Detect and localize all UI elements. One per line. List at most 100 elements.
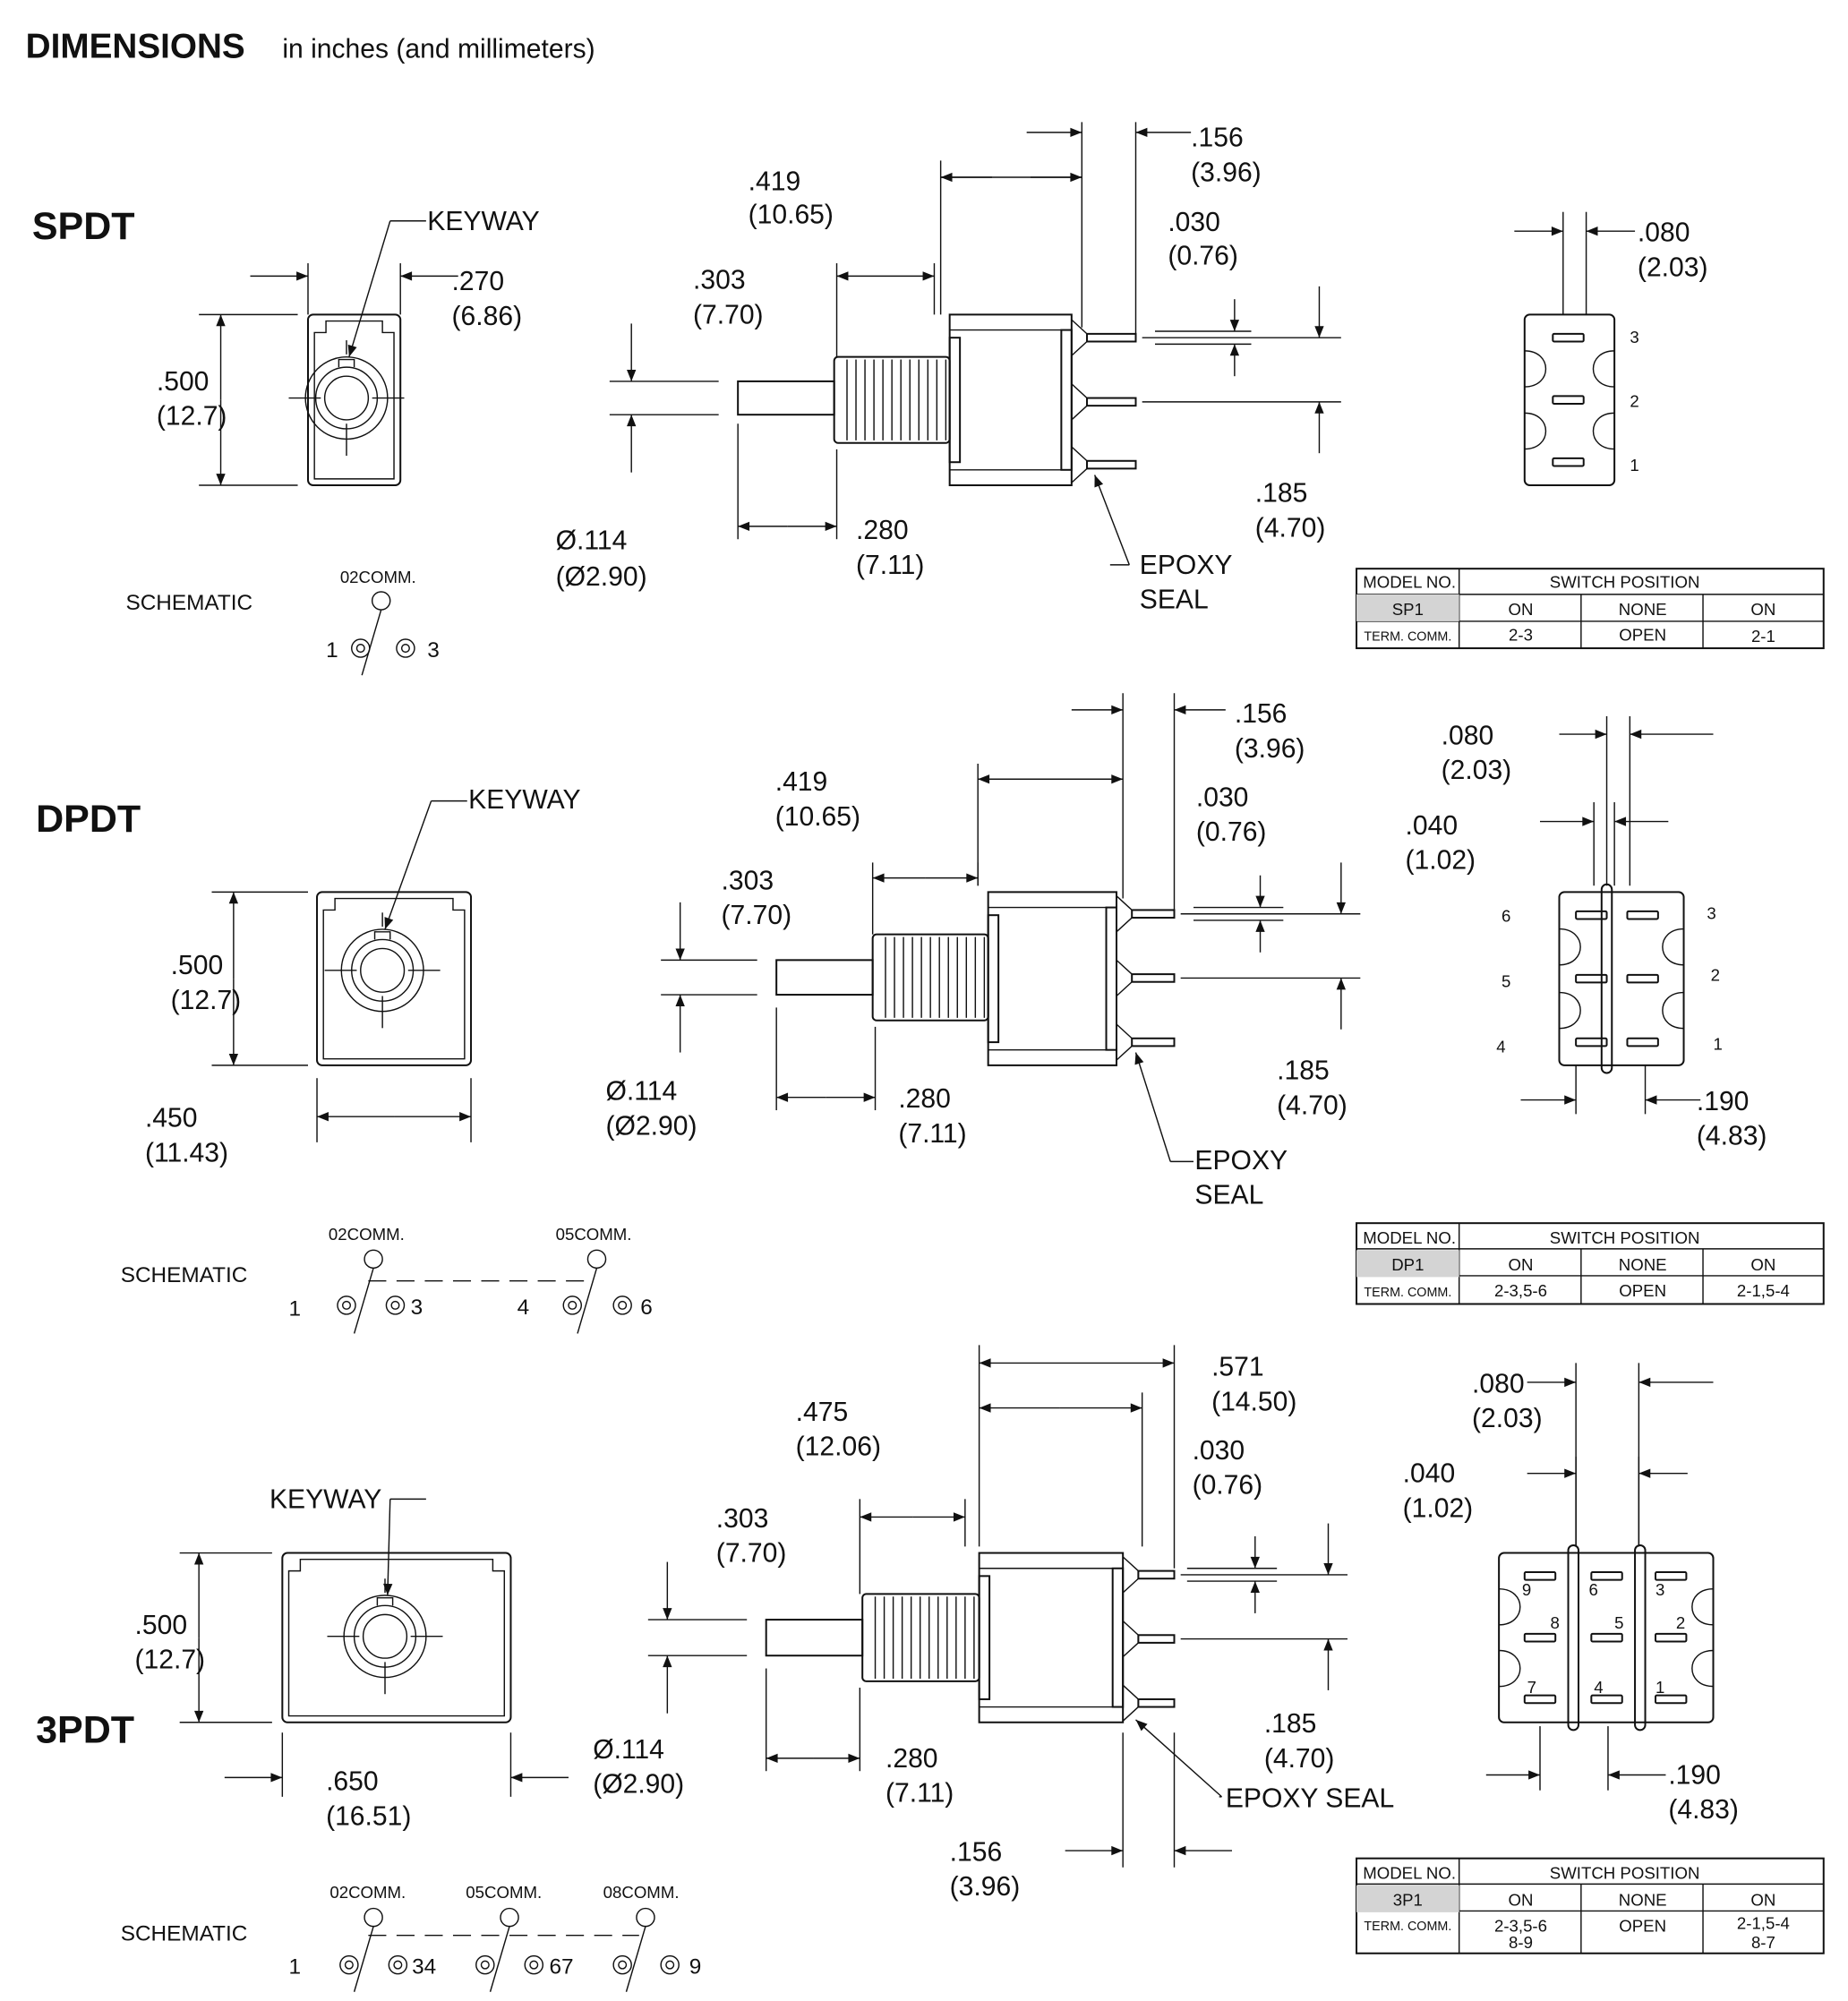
table-cell: NONE — [1619, 600, 1667, 619]
terminal-pin — [1131, 909, 1176, 919]
table-header: SWITCH POSITION — [1550, 1228, 1700, 1247]
comm-terminal — [364, 1907, 383, 1928]
terminal-slot — [1552, 332, 1585, 343]
section-label: DPDT — [36, 798, 141, 841]
dim-text: .185 — [1264, 1709, 1317, 1739]
dim-text: (0.76) — [1196, 817, 1267, 847]
section-label: 3PDT — [36, 1709, 134, 1752]
section-label: SPDT — [32, 205, 135, 248]
epoxy-seal — [1071, 383, 1088, 421]
table-row-label: TERM. COMM. — [1364, 1286, 1451, 1300]
terminal-bump — [1524, 350, 1546, 388]
terminal-number: 6 — [1588, 1580, 1597, 1599]
dim-text: (0.76) — [1193, 1471, 1263, 1501]
body-flange — [987, 914, 1000, 1044]
shaft — [362, 1613, 408, 1659]
front-view-body — [316, 891, 473, 1066]
schematic-label: SCHEMATIC — [125, 591, 252, 615]
terminal-slot — [1590, 1632, 1623, 1643]
dim-text: Ø.114 — [556, 526, 628, 556]
dim-text: (1.02) — [1403, 1493, 1474, 1523]
dim-text: .156 — [1191, 124, 1244, 153]
dim-text: .185 — [1277, 1056, 1330, 1086]
schematic-blade — [625, 1926, 646, 1992]
terminal-symbol — [344, 1960, 354, 1970]
dim-text: (7.11) — [886, 1779, 954, 1809]
terminal-block — [1105, 906, 1118, 1051]
terminal-symbol — [618, 1960, 628, 1970]
terminal-slot — [1575, 1037, 1608, 1048]
terminal-symbol — [612, 1954, 632, 1975]
dim-text: (Ø2.90) — [606, 1111, 697, 1141]
terminal-symbol — [660, 1954, 680, 1975]
comm-terminal — [636, 1907, 655, 1928]
terminal-pin — [1131, 1037, 1176, 1048]
schematic-blade — [361, 609, 382, 676]
terminal-symbol — [385, 1296, 406, 1315]
table-cell: 2-3,5-6 — [1494, 1281, 1547, 1300]
dim-text: (4.83) — [1697, 1122, 1767, 1151]
terminal-symbol — [529, 1960, 539, 1970]
terminal-slot — [1654, 1571, 1688, 1581]
table-cell: 8-7 — [1751, 1933, 1775, 1952]
terminal-number: 9 — [1522, 1580, 1531, 1599]
terminal-symbol — [400, 644, 410, 654]
front-view-inner — [313, 320, 395, 480]
terminal-bump — [1592, 350, 1615, 388]
epoxy-seal — [1116, 895, 1133, 933]
epoxy-seal-label: EPOXY — [1194, 1146, 1288, 1176]
keyway-label: KEYWAY — [270, 1484, 381, 1514]
table-cell: ON — [1509, 1891, 1534, 1910]
dim-text: (12.7) — [171, 986, 242, 1015]
terminal-bump — [1499, 1587, 1521, 1626]
comm-label: 02COMM. — [329, 1883, 406, 1902]
dim-text: Ø.114 — [606, 1077, 678, 1107]
dim-text: .650 — [326, 1767, 379, 1797]
actuator-bar — [1634, 1544, 1647, 1732]
keyway-notch — [376, 1597, 394, 1606]
terminal-bump — [1662, 928, 1684, 966]
terminal-number: 4 — [1594, 1678, 1603, 1697]
terminal-bump — [1691, 1587, 1714, 1626]
shaft — [775, 959, 874, 996]
dim-text: (4.70) — [1264, 1744, 1335, 1774]
table-header: MODEL NO. — [1363, 573, 1456, 592]
schematic-label: SCHEMATIC — [121, 1921, 248, 1945]
table-cell: NONE — [1619, 1255, 1667, 1274]
epoxy-seal — [1122, 1684, 1140, 1722]
dim-text: (7.70) — [693, 300, 764, 329]
epoxy-seal — [1071, 446, 1088, 483]
terminal-block — [1060, 329, 1073, 471]
dim-text: (7.70) — [716, 1539, 787, 1569]
keyway-notch — [373, 931, 391, 940]
terminal-number: 1 — [1714, 1035, 1723, 1054]
dim-text: .080 — [1442, 722, 1494, 751]
terminal-slot — [1523, 1694, 1557, 1705]
dim-text: .080 — [1638, 218, 1690, 248]
terminal-slot — [1590, 1571, 1623, 1581]
terminal-slot — [1552, 457, 1585, 467]
comm-label: 02COMM. — [329, 1225, 405, 1244]
3pdt-section: 3PDT KEYWAY .500 (12.7) .650 (16.51) SCH… — [36, 1353, 1739, 1980]
actuator-bar — [1567, 1544, 1580, 1732]
dim-text: (0.76) — [1168, 241, 1238, 270]
terminal-slot — [1575, 973, 1608, 984]
table-cell: ON — [1750, 1891, 1775, 1910]
dim-text: .040 — [1406, 811, 1459, 841]
dim-text: .500 — [135, 1611, 188, 1640]
schematic-blade — [353, 1268, 374, 1334]
model-number: SP1 — [1392, 600, 1424, 619]
table-row-label: TERM. COMM. — [1364, 629, 1451, 644]
epoxy-seal — [1071, 319, 1088, 356]
keyway-label: KEYWAY — [468, 785, 580, 815]
dim-text: .280 — [856, 516, 909, 545]
table-cell: 2-1 — [1751, 627, 1775, 646]
terminal-symbol — [339, 1954, 359, 1975]
dimension-arrow — [347, 220, 391, 357]
terminal-slot — [1626, 910, 1659, 920]
table-cell: 2-1,5-4 — [1737, 1281, 1790, 1300]
bottom-view-body — [1523, 313, 1616, 487]
dim-text: (2.03) — [1442, 756, 1512, 785]
comm-terminal — [371, 591, 391, 611]
terminal-number: 3 — [1707, 903, 1715, 922]
